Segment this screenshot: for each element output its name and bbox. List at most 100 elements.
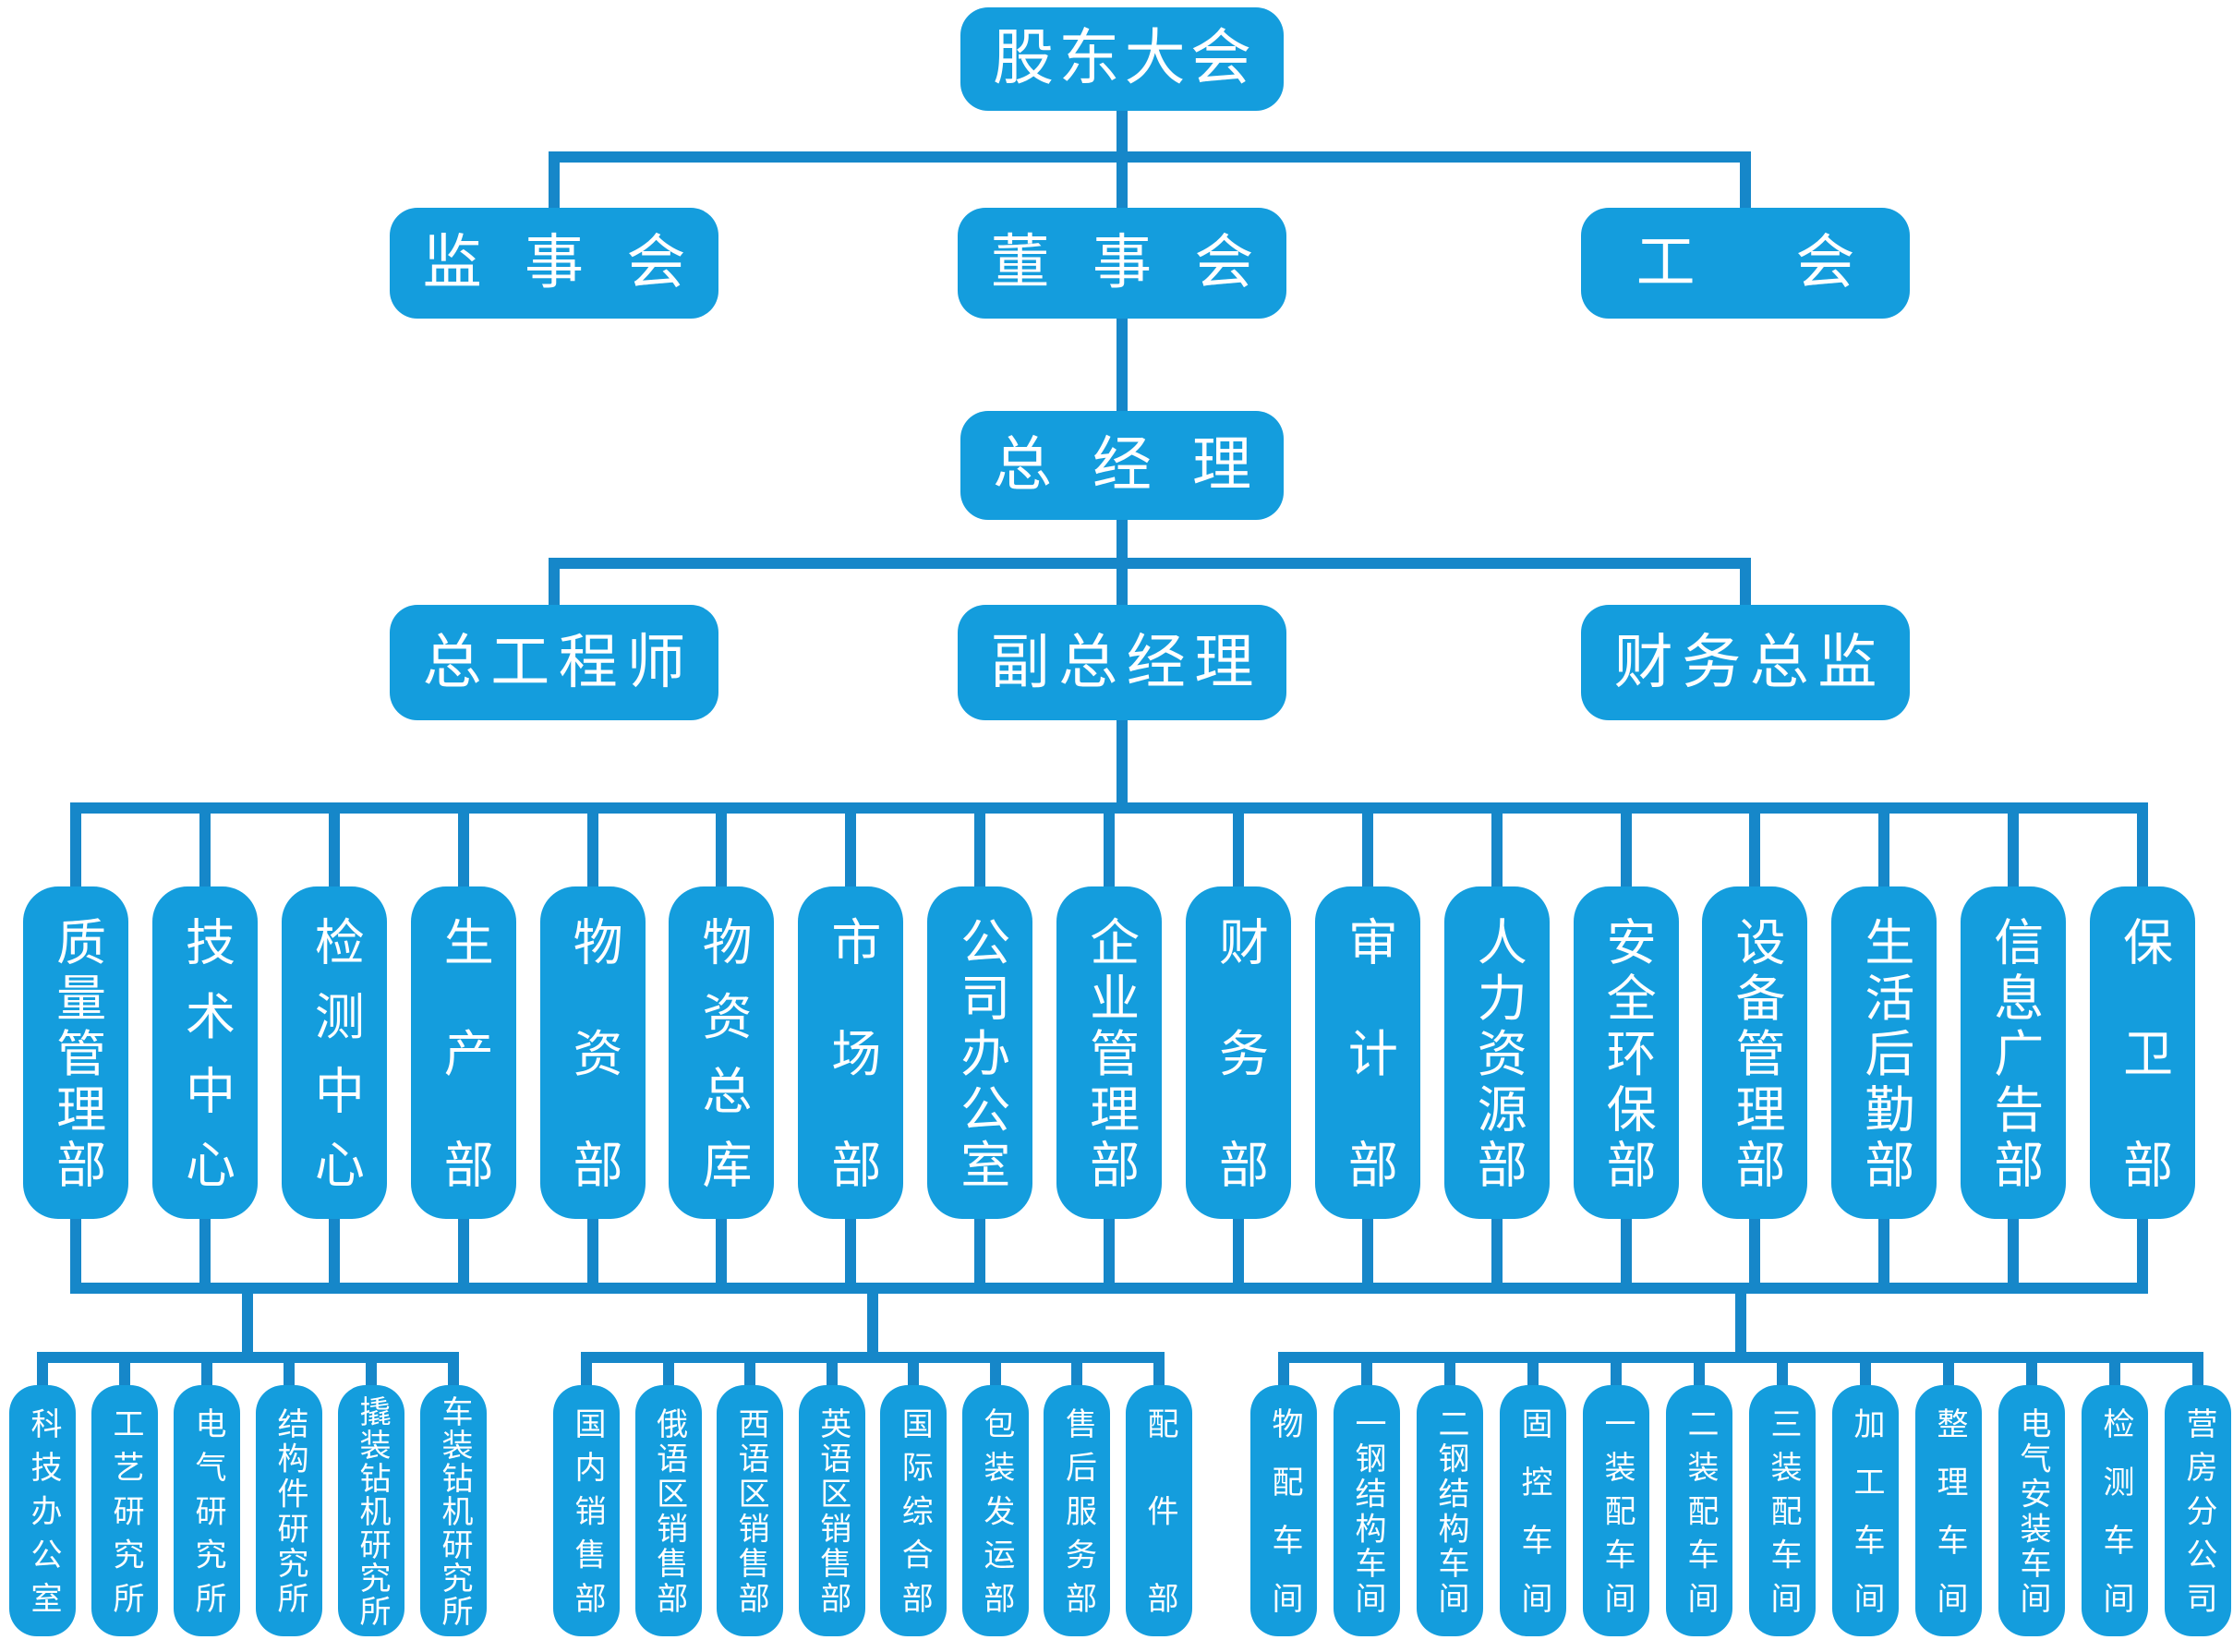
org-node-label: 设备管理部 — [1727, 916, 1783, 1195]
org-node: 营房分公司 — [2165, 1385, 2231, 1636]
connector-line — [549, 558, 560, 610]
org-node-label: 国内销售部 — [570, 1407, 605, 1626]
org-node-label: 二装配车间 — [1683, 1407, 1718, 1626]
connector-line — [1527, 1352, 1539, 1391]
org-node-label: 科技办公室 — [26, 1407, 61, 1626]
org-node-label: 安全环保部 — [1599, 916, 1655, 1195]
org-node-label: 车装钻机研究所 — [437, 1395, 472, 1628]
org-node-label: 三装配车间 — [1766, 1407, 1801, 1626]
org-node: 人力资源部 — [1443, 886, 1550, 1219]
connector-line — [826, 1352, 838, 1391]
org-node: 安全环保部 — [1573, 886, 1679, 1219]
org-node-label: 信息广告部 — [1986, 916, 2042, 1195]
org-node-label: 售后服务部 — [1060, 1407, 1095, 1626]
org-node: 工艺研究所 — [91, 1385, 158, 1636]
connector-line — [119, 1352, 130, 1391]
org-node: 财务总监 — [1581, 605, 1910, 720]
org-node: 一钢结构车间 — [1334, 1385, 1400, 1636]
org-node-label: 撬装钻机研究所 — [355, 1395, 390, 1628]
connector-line — [70, 1213, 81, 1294]
connector-line — [867, 1283, 878, 1363]
connector-line — [1361, 1213, 1373, 1294]
connector-line — [1116, 720, 1128, 814]
connector-line — [37, 1352, 459, 1363]
org-node-label: 副总经理 — [990, 629, 1262, 695]
connector-line — [1620, 1213, 1632, 1294]
connector-line — [1749, 802, 1761, 892]
org-node: 二钢结构车间 — [1417, 1385, 1483, 1636]
org-node: 生活后勤部 — [1831, 886, 1937, 1219]
connector-line — [1071, 1352, 1083, 1391]
org-node-label: 总经理 — [993, 432, 1292, 499]
connector-line — [1232, 1213, 1244, 1294]
org-node: 质量管理部 — [23, 886, 128, 1219]
org-node: 三装配车间 — [1749, 1385, 1816, 1636]
connector-line — [1361, 1352, 1372, 1391]
org-node-label: 监事会 — [422, 230, 729, 296]
org-node-label: 俄语区销售部 — [651, 1407, 686, 1618]
org-node: 检测车间 — [2082, 1385, 2148, 1641]
connector-line — [2137, 1213, 2148, 1294]
connector-line — [586, 1213, 598, 1294]
org-node: 检测中心 — [281, 886, 387, 1219]
connector-line — [581, 1352, 592, 1391]
connector-line — [1232, 802, 1244, 892]
org-node-label: 一钢结构车间 — [1350, 1407, 1385, 1618]
org-node: 物配车间 — [1250, 1385, 1317, 1641]
connector-line — [2026, 1352, 2037, 1391]
org-node: 电气安装车间 — [1998, 1385, 2065, 1636]
org-node: 技术中心 — [151, 886, 258, 1219]
org-node: 包装发运部 — [961, 1385, 1029, 1636]
org-node-label: 工艺研究所 — [108, 1407, 143, 1626]
connector-line — [2109, 1352, 2120, 1391]
connector-line — [1104, 1213, 1115, 1294]
org-node-label: 市场部 — [823, 916, 879, 1251]
org-node-label: 生产部 — [436, 916, 492, 1251]
connector-line — [70, 1283, 2148, 1294]
org-node-label: 财务部 — [1211, 916, 1267, 1251]
org-node-label: 技术中心 — [177, 916, 234, 1213]
org-node: 董事会 — [958, 208, 1286, 319]
connector-line — [974, 1213, 986, 1294]
connector-line — [1620, 802, 1632, 892]
org-node-label: 西语区销售部 — [733, 1407, 768, 1618]
connector-line — [1361, 802, 1373, 892]
connector-line — [1878, 802, 1890, 892]
org-node-label: 保卫部 — [2115, 916, 2171, 1251]
connector-line — [328, 1213, 340, 1294]
org-node-label: 总工程师 — [422, 629, 694, 695]
connector-line — [586, 802, 598, 892]
org-node: 西语区销售部 — [717, 1385, 784, 1636]
org-node-label: 检测中心 — [307, 916, 363, 1213]
connector-line — [716, 1213, 728, 1294]
org-node: 英语区销售部 — [798, 1385, 865, 1636]
connector-line — [457, 802, 469, 892]
org-node-label: 电气研究所 — [190, 1407, 225, 1626]
connector-line — [1611, 1352, 1622, 1391]
connector-line — [201, 1352, 212, 1391]
org-node: 一装配车间 — [1583, 1385, 1649, 1636]
connector-line — [37, 1352, 48, 1391]
connector-line — [1278, 1352, 2203, 1363]
org-node-label: 物配车间 — [1267, 1407, 1302, 1641]
connector-line — [662, 1352, 674, 1391]
connector-line — [284, 1352, 295, 1391]
org-node-label: 财务总监 — [1613, 629, 1886, 695]
org-node-label: 营房分公司 — [2181, 1407, 2216, 1626]
org-node-label: 质量管理部 — [48, 916, 104, 1195]
connector-line — [581, 1352, 1165, 1363]
connector-line — [1735, 1283, 1746, 1363]
org-node-label: 股东大会 — [992, 25, 1257, 93]
connector-line — [2192, 1352, 2203, 1391]
org-node-label: 检测车间 — [2098, 1407, 2133, 1641]
org-node-label: 配件部 — [1142, 1407, 1177, 1652]
org-node-label: 生活后勤部 — [1856, 916, 1913, 1195]
org-node: 保卫部 — [2090, 886, 2195, 1250]
org-node: 撬装钻机研究所 — [338, 1385, 404, 1636]
org-node-label: 包装发运部 — [978, 1407, 1013, 1626]
connector-line — [2137, 802, 2148, 892]
connector-line — [1116, 319, 1128, 411]
org-node: 总经理 — [960, 411, 1284, 520]
org-node-label: 工 会 — [1636, 230, 1898, 296]
connector-line — [70, 802, 81, 892]
